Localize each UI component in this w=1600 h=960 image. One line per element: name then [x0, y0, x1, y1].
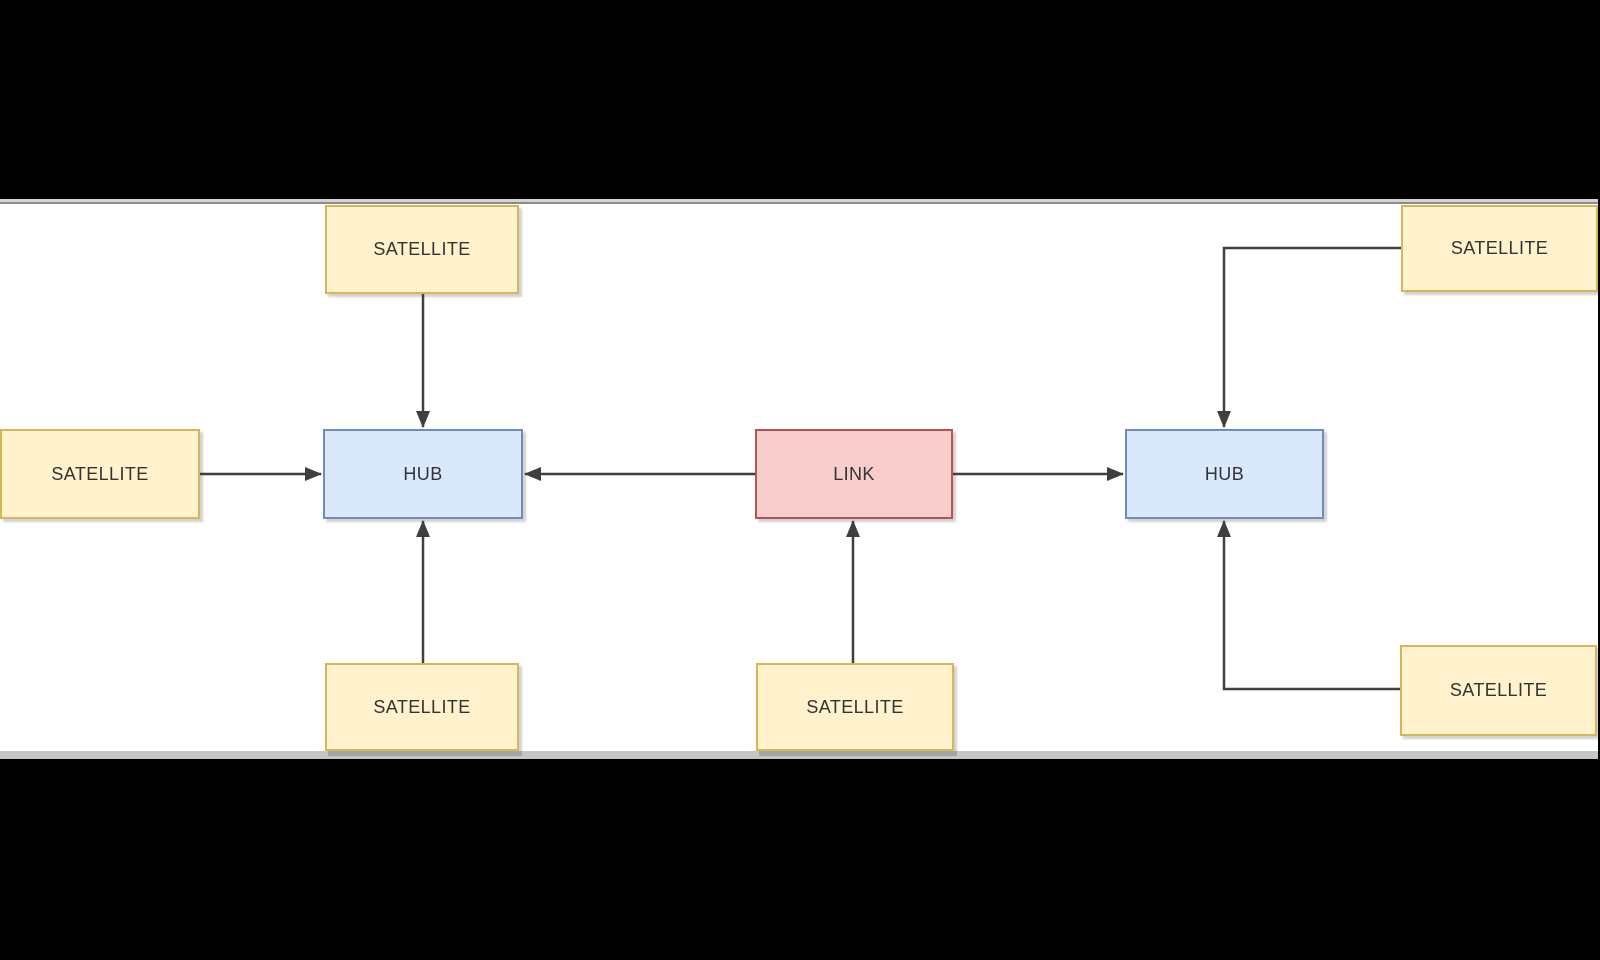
node-label: HUB [403, 463, 443, 484]
node-satellite-bottom-left: SATELLITE [325, 663, 519, 751]
node-link: LINK [755, 429, 953, 519]
node-label: HUB [1204, 463, 1245, 484]
box-shadow-edge [759, 751, 957, 756]
node-satellite-top-left: SATELLITE [325, 205, 519, 294]
canvas-top-edge [0, 199, 1598, 202]
node-label: SATELLITE [373, 239, 471, 259]
node-hub-right: HUB [1125, 429, 1324, 519]
node-label: SATELLITE [806, 696, 904, 717]
canvas-bottom-edge [0, 751, 1598, 759]
node-label: SATELLITE [1450, 238, 1549, 258]
node-satellite-left: SATELLITE [0, 429, 200, 519]
node-label: LINK [833, 463, 875, 484]
node-label: SATELLITE [373, 696, 471, 717]
node-satellite-bottom-right: SATELLITE [1400, 645, 1597, 736]
node-label: SATELLITE [51, 463, 149, 484]
node-label: SATELLITE [1449, 680, 1548, 700]
node-hub-left: HUB [323, 429, 523, 519]
node-satellite-top-right: SATELLITE [1401, 205, 1598, 292]
node-satellite-bottom-middle: SATELLITE [756, 663, 954, 751]
box-shadow-edge [328, 751, 522, 756]
canvas-top-edge-line [0, 202, 1598, 204]
